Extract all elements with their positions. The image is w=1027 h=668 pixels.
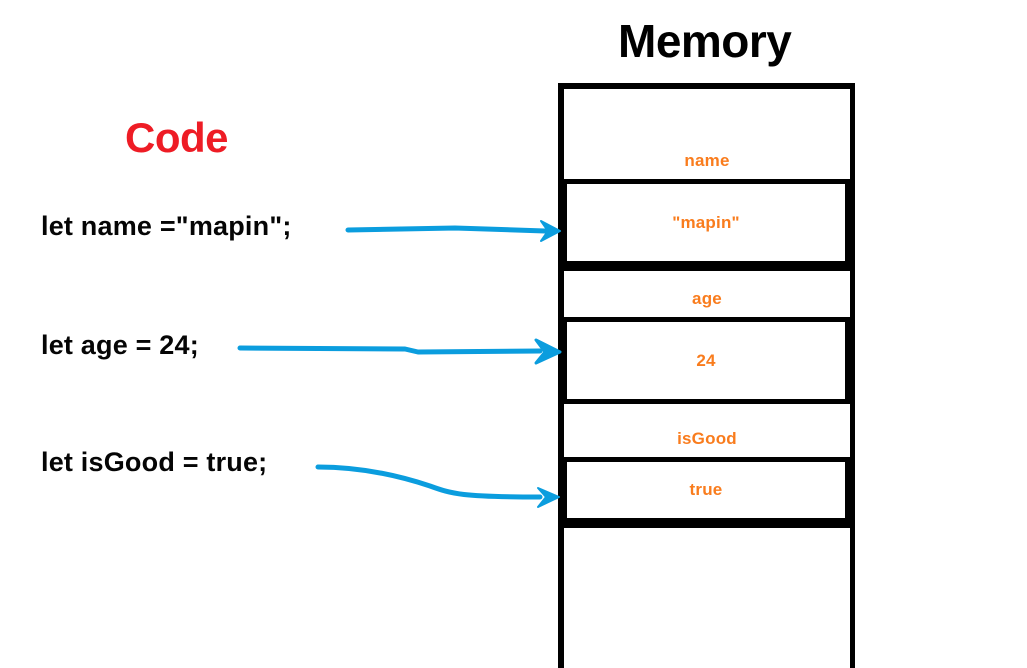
memory-cell-isgood-value: true xyxy=(562,462,850,523)
age-to-24-arrow xyxy=(237,338,562,365)
isgood-to-true-arrow xyxy=(315,464,560,508)
name-to-mapin-arrow xyxy=(345,220,561,242)
code-line-age-declaration: let age = 24; xyxy=(41,330,199,360)
memory-cell-name-label: name xyxy=(564,89,850,184)
memory-cell-age-value: 24 xyxy=(562,322,850,404)
memory-cell-isgood-label: isGood xyxy=(564,404,850,462)
memory-panel-title: Memory xyxy=(618,15,792,67)
code-line-isgood-declaration: let isGood = true; xyxy=(41,447,268,477)
memory-cell-name-value: "mapin" xyxy=(562,184,850,266)
memory-cell-empty xyxy=(564,523,850,668)
code-panel-title: Code xyxy=(125,114,229,161)
code-line-name-declaration: let name ="mapin"; xyxy=(41,211,292,241)
memory-cell-age-label: age xyxy=(564,266,850,322)
